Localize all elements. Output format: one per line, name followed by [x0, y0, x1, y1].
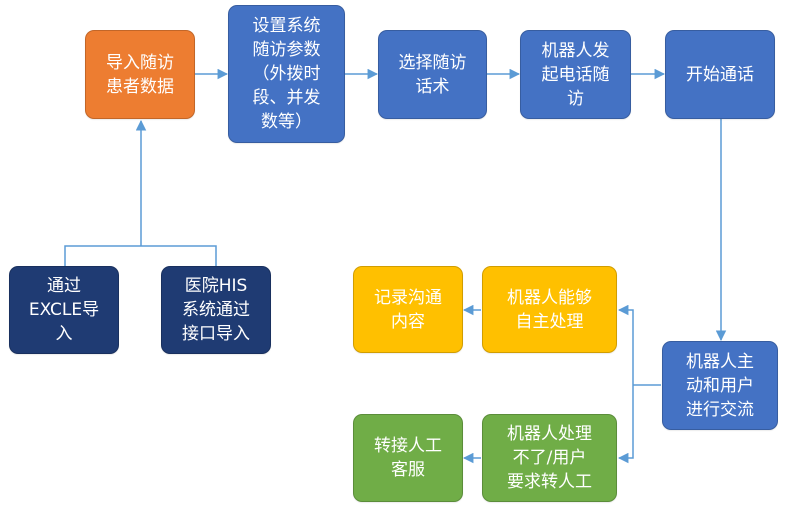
- node-system-settings: 设置系统 随访参数 （外拨时 段、并发 数等）: [228, 5, 345, 143]
- node-start-call: 开始通话: [665, 30, 775, 119]
- node-excel-import: 通过 EXCLE导 入: [9, 266, 119, 354]
- connector-excel-his-bracket: [64, 245, 217, 266]
- node-robot-autonomous: 机器人能够 自主处理: [482, 266, 617, 353]
- node-select-script: 选择随访 话术: [378, 30, 487, 119]
- arrow-interact-to-autonomous: [617, 304, 634, 385]
- node-robot-cannot-handle: 机器人处理 不了/用户 要求转人工: [482, 414, 617, 502]
- node-robot-initiate-call: 机器人发 起电话随 访: [520, 30, 631, 119]
- arrow-interact-to-transfer: [617, 385, 634, 464]
- node-import-patient-data: 导入随访 患者数据: [85, 30, 195, 119]
- node-record-communication: 记录沟通 内容: [353, 266, 463, 353]
- node-his-interface-import: 医院HIS 系统通过 接口导入: [161, 266, 271, 354]
- node-robot-interacts-user: 机器人主 动和用户 进行交流: [662, 341, 778, 430]
- node-transfer-to-agent: 转接人工 客服: [353, 414, 463, 502]
